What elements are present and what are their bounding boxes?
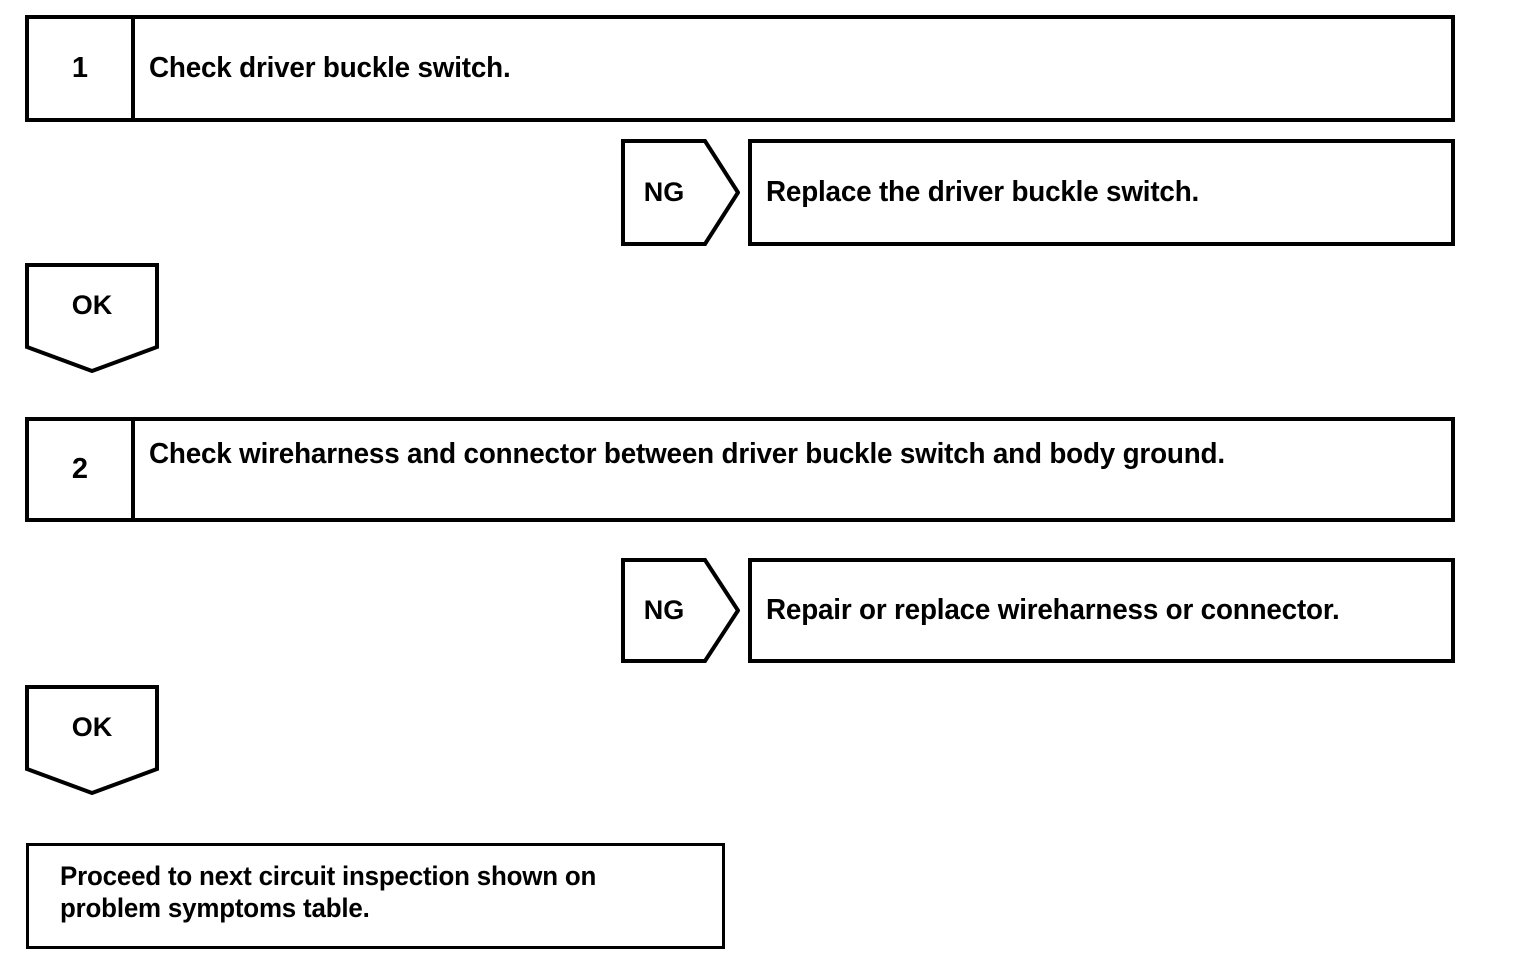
step-number-1: 1: [71, 52, 89, 84]
step-number-cell-2: 2: [29, 421, 135, 518]
step-instruction-2: Check wireharness and connector between …: [149, 438, 1225, 470]
ok-label-1: OK: [71, 289, 113, 320]
ng-marker-1: NG: [621, 139, 740, 246]
step-number-cell-1: 1: [29, 19, 135, 118]
ng-pentagon-shape-2: [621, 558, 740, 663]
ng-marker-2: NG: [621, 558, 740, 663]
ng-label-2: NG: [643, 595, 685, 625]
ok-pentagon-shape-2: [25, 685, 159, 795]
step-box-2: 2 Check wireharness and connector betwee…: [25, 417, 1455, 522]
step-number-2: 2: [71, 453, 89, 485]
final-instruction-text: Proceed to next circuit inspection shown…: [60, 861, 597, 924]
step-instruction-1: Check driver buckle switch.: [149, 52, 511, 85]
ok-marker-2: OK: [25, 685, 159, 795]
ng-result-text-1: Replace the driver buckle switch.: [766, 176, 1200, 209]
ng-pentagon-shape-1: [621, 139, 740, 246]
final-instruction-box: Proceed to next circuit inspection shown…: [26, 843, 725, 949]
ng-result-text-2: Repair or replace wireharness or connect…: [766, 594, 1340, 627]
ok-pentagon-shape-1: [25, 263, 159, 373]
step-box-1: 1 Check driver buckle switch.: [25, 15, 1455, 122]
ng-label-1: NG: [643, 177, 685, 207]
ng-result-box-2: Repair or replace wireharness or connect…: [748, 558, 1455, 663]
step-instruction-cell-2: Check wireharness and connector between …: [135, 421, 1451, 518]
ng-result-box-1: Replace the driver buckle switch.: [748, 139, 1455, 246]
ok-marker-1: OK: [25, 263, 159, 373]
step-instruction-cell-1: Check driver buckle switch.: [135, 19, 1451, 118]
ok-label-2: OK: [71, 711, 113, 742]
